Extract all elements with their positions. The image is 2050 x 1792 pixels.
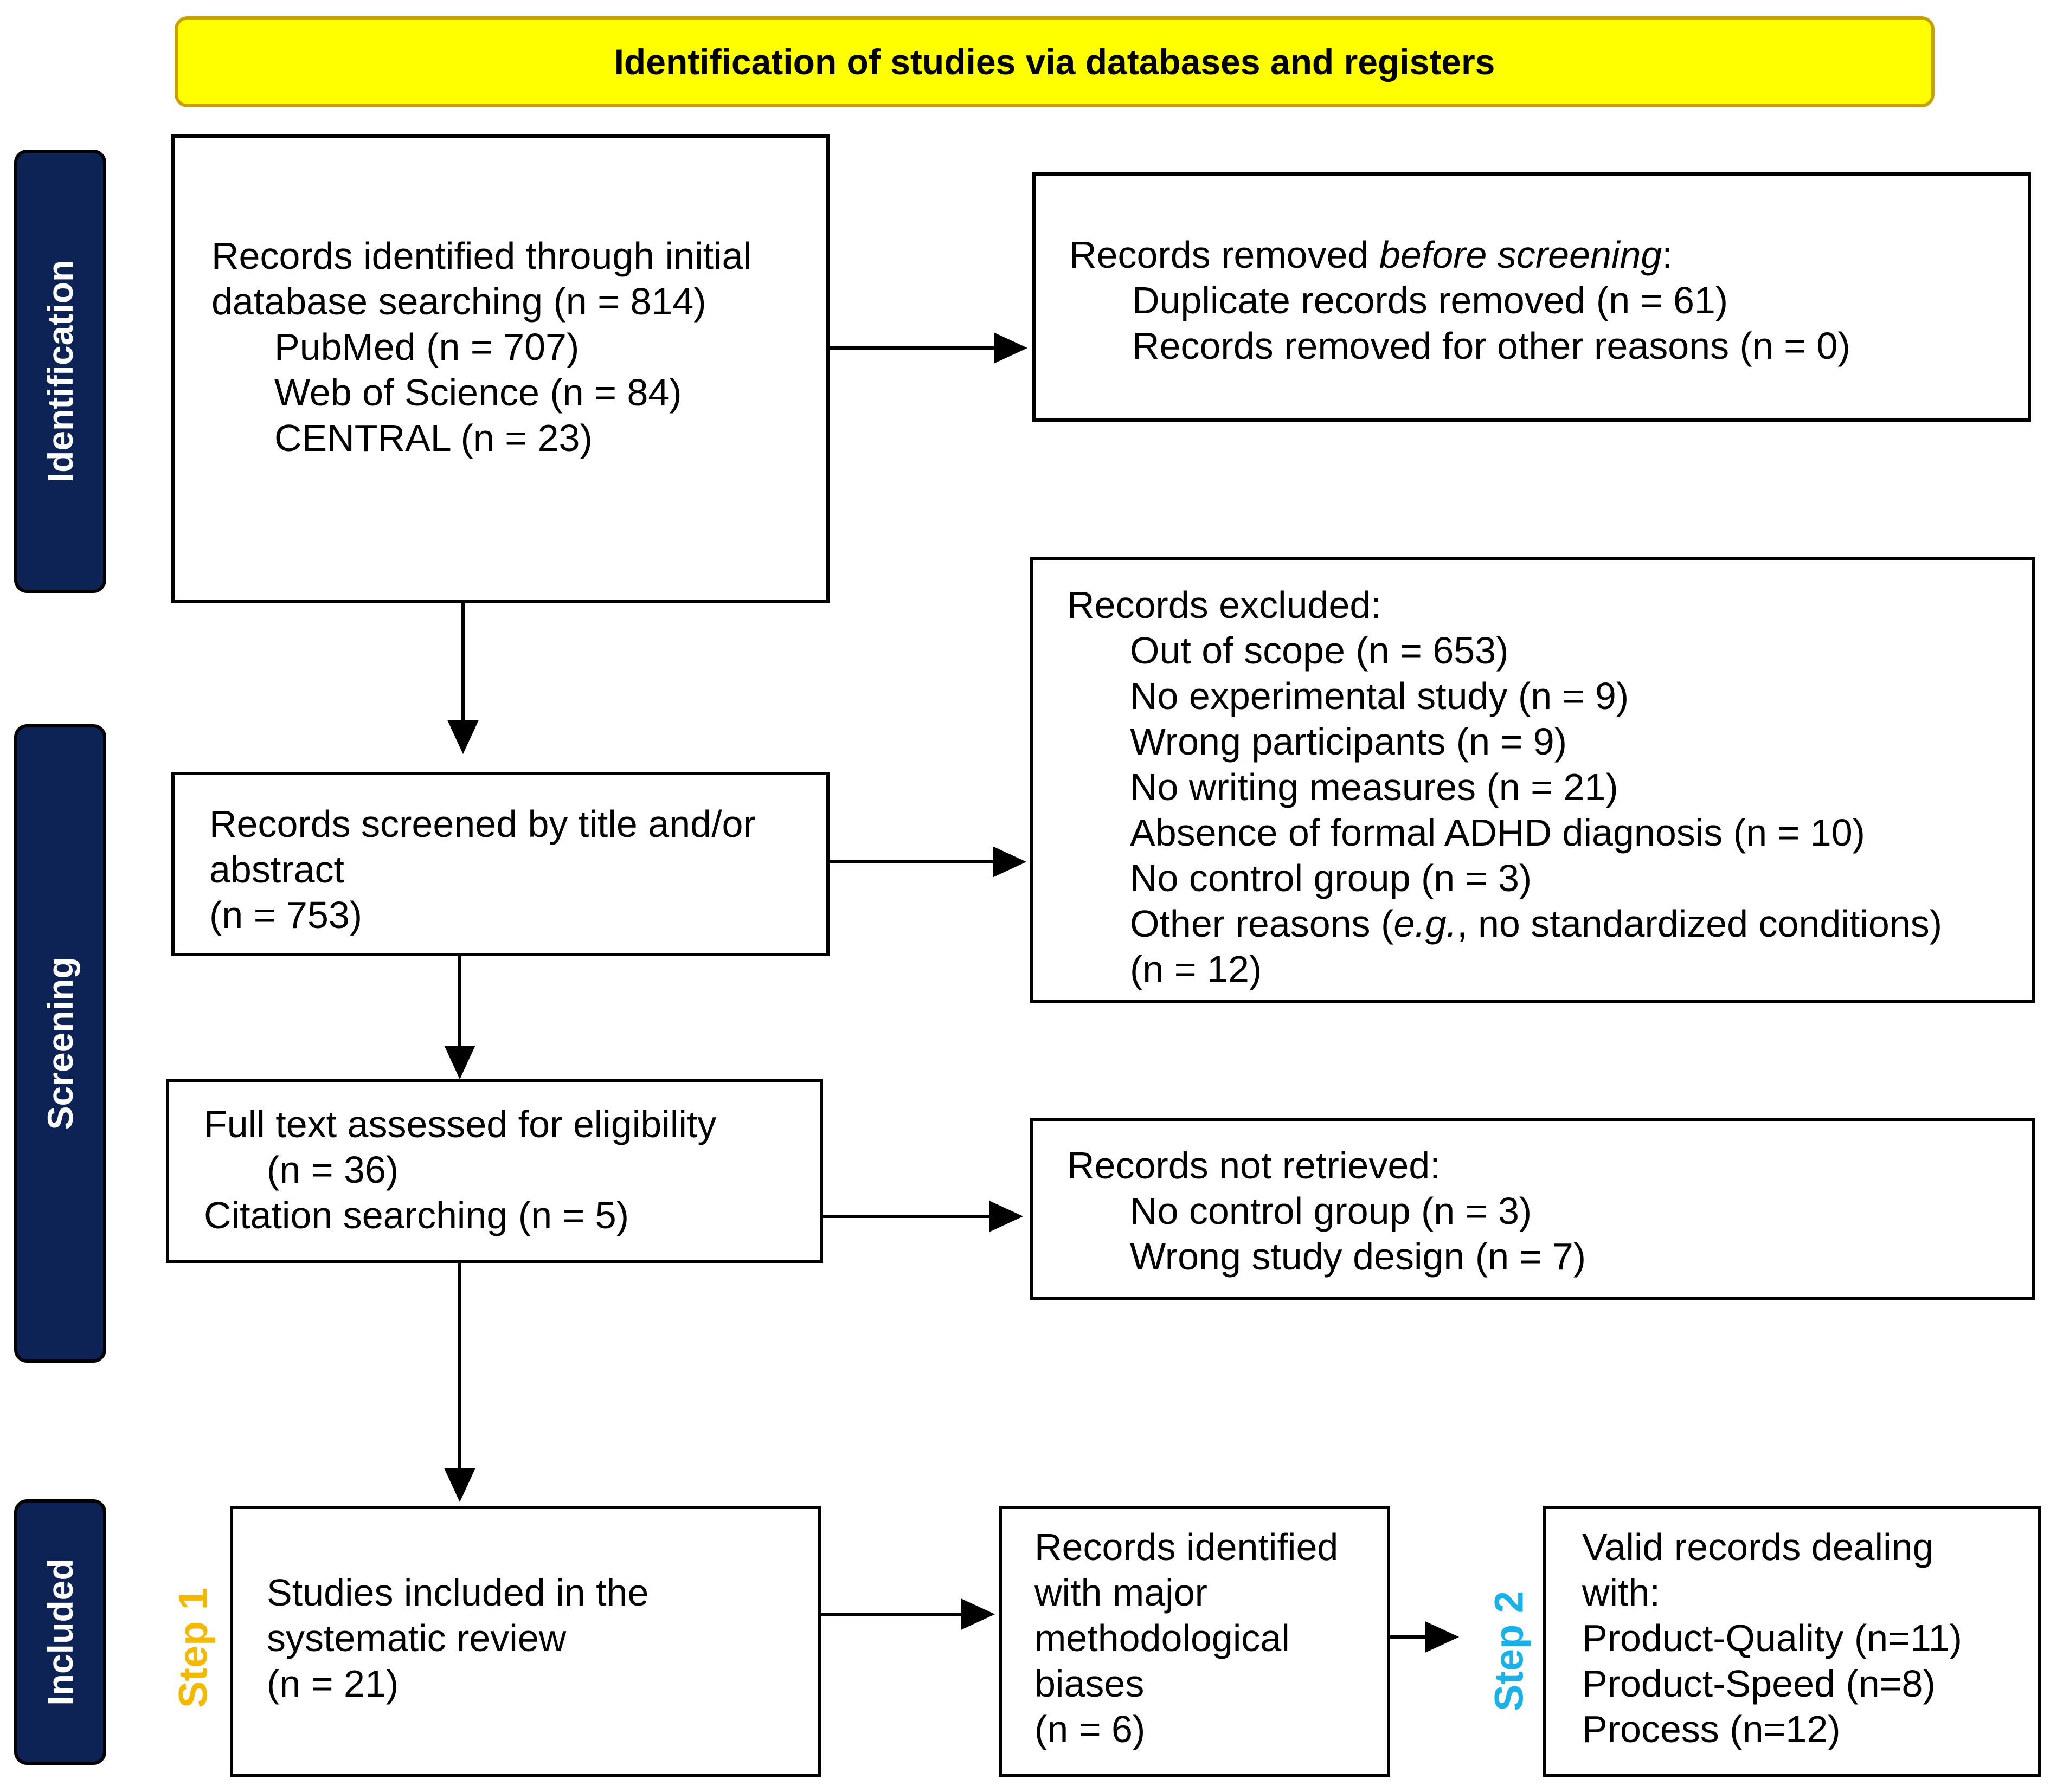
removed-title: Records removed before screening: [1069,232,1673,278]
box-valid-records: Valid records dealing with: Product-Qual… [1543,1506,2041,1777]
excluded-other-prefix: Other reasons ( [1130,903,1394,945]
excluded-title: Records excluded: [1067,584,1381,626]
arrowhead-identified-to-removed [994,332,1028,364]
header-title: Identification of studies via databases … [614,42,1495,82]
removed-other: Records removed for other reasons (n = 0… [1132,325,1850,367]
biases-line-3: methodological [1034,1617,1290,1659]
excluded-other-count: (n = 12) [1130,948,1262,990]
box-records-screened: Records screened by title and/or abstrac… [171,772,830,956]
excluded-no-adhd: Absence of formal ADHD diagnosis (n = 10… [1130,811,1865,854]
valid-product-speed: Product-Speed (n=8) [1582,1662,1936,1705]
identified-line-1: Records identified through initial [211,235,752,277]
excluded-out-of-scope: Out of scope (n = 653) [1130,629,1509,672]
removed-title-suffix: : [1662,234,1673,276]
fulltext-line-1: Full text assessed for eligibility [204,1103,717,1145]
excluded-no-writing: No writing measures (n = 21) [1130,766,1618,808]
removed-title-prefix: Records removed [1069,234,1379,276]
arrowhead-screened-to-fulltext [444,1046,475,1080]
excluded-other-reasons: Other reasons (e.g., no standardized con… [1130,901,1942,946]
arrowhead-fulltext-to-included [444,1468,475,1503]
fulltext-line-3: Citation searching (n = 5) [204,1194,629,1236]
box-studies-included: Studies included in the systematic revie… [230,1506,821,1777]
box-records-excluded: Records excluded: Out of scope (n = 653)… [1030,557,2035,1003]
excluded-no-experimental: No experimental study (n = 9) [1130,675,1629,717]
identified-line-2: database searching (n = 814) [211,280,706,323]
excluded-no-control: No control group (n = 3) [1130,857,1532,899]
not-retrieved-wrong-design: Wrong study design (n = 7) [1130,1235,1586,1278]
phase-identification: Identification [14,150,106,593]
removed-duplicates: Duplicate records removed (n = 61) [1132,279,1728,321]
arrowhead-screened-to-excluded [993,846,1027,878]
excluded-other-suffix: , no standardized conditions) [1457,903,1943,945]
box-not-retrieved: Records not retrieved: No control group … [1030,1118,2035,1300]
included-line-2: systematic review [267,1617,567,1659]
removed-title-italic: before screening [1379,234,1662,276]
excluded-other-italic: e.g. [1393,903,1457,945]
arrowhead-included-to-biases [961,1598,995,1630]
biases-line-5: (n = 6) [1034,1708,1146,1750]
identified-wos: Web of Science (n = 84) [274,371,682,414]
phase-included: Included [14,1499,106,1765]
valid-line-2: with: [1582,1571,1660,1614]
arrowhead-identified-to-screened [447,720,479,755]
biases-line-1: Records identified [1034,1526,1339,1568]
excluded-wrong-participants: Wrong participants (n = 9) [1130,720,1567,763]
not-retrieved-no-control: No control group (n = 3) [1130,1190,1532,1232]
screened-line-1: Records screened by title and/or [209,803,756,845]
valid-product-quality: Product-Quality (n=11) [1582,1617,1962,1659]
biases-line-2: with major [1034,1571,1207,1614]
included-line-3: (n = 21) [267,1662,399,1705]
box-full-text: Full text assessed for eligibility (n = … [166,1079,823,1263]
box-records-identified: Records identified through initial datab… [171,134,830,603]
header-banner: Identification of studies via databases … [175,16,1935,107]
identified-pubmed: PubMed (n = 707) [274,326,580,368]
biases-line-4: biases [1034,1662,1145,1705]
not-retrieved-title: Records not retrieved: [1067,1144,1441,1187]
box-methodological-biases: Records identified with major methodolog… [999,1506,1390,1777]
valid-line-1: Valid records dealing [1582,1526,1934,1568]
box-records-removed: Records removed before screening: Duplic… [1032,172,2031,422]
screened-line-3: (n = 753) [209,894,363,936]
valid-process: Process (n=12) [1582,1708,1841,1750]
arrowhead-biases-to-valid [1425,1621,1460,1653]
arrowhead-fulltext-to-not-retrieved [989,1201,1024,1232]
phase-screening: Screening [14,724,106,1363]
included-line-1: Studies included in the [267,1571,649,1614]
fulltext-line-2: (n = 36) [267,1149,399,1191]
identified-central: CENTRAL (n = 23) [274,417,593,459]
screened-line-2: abstract [209,848,344,891]
